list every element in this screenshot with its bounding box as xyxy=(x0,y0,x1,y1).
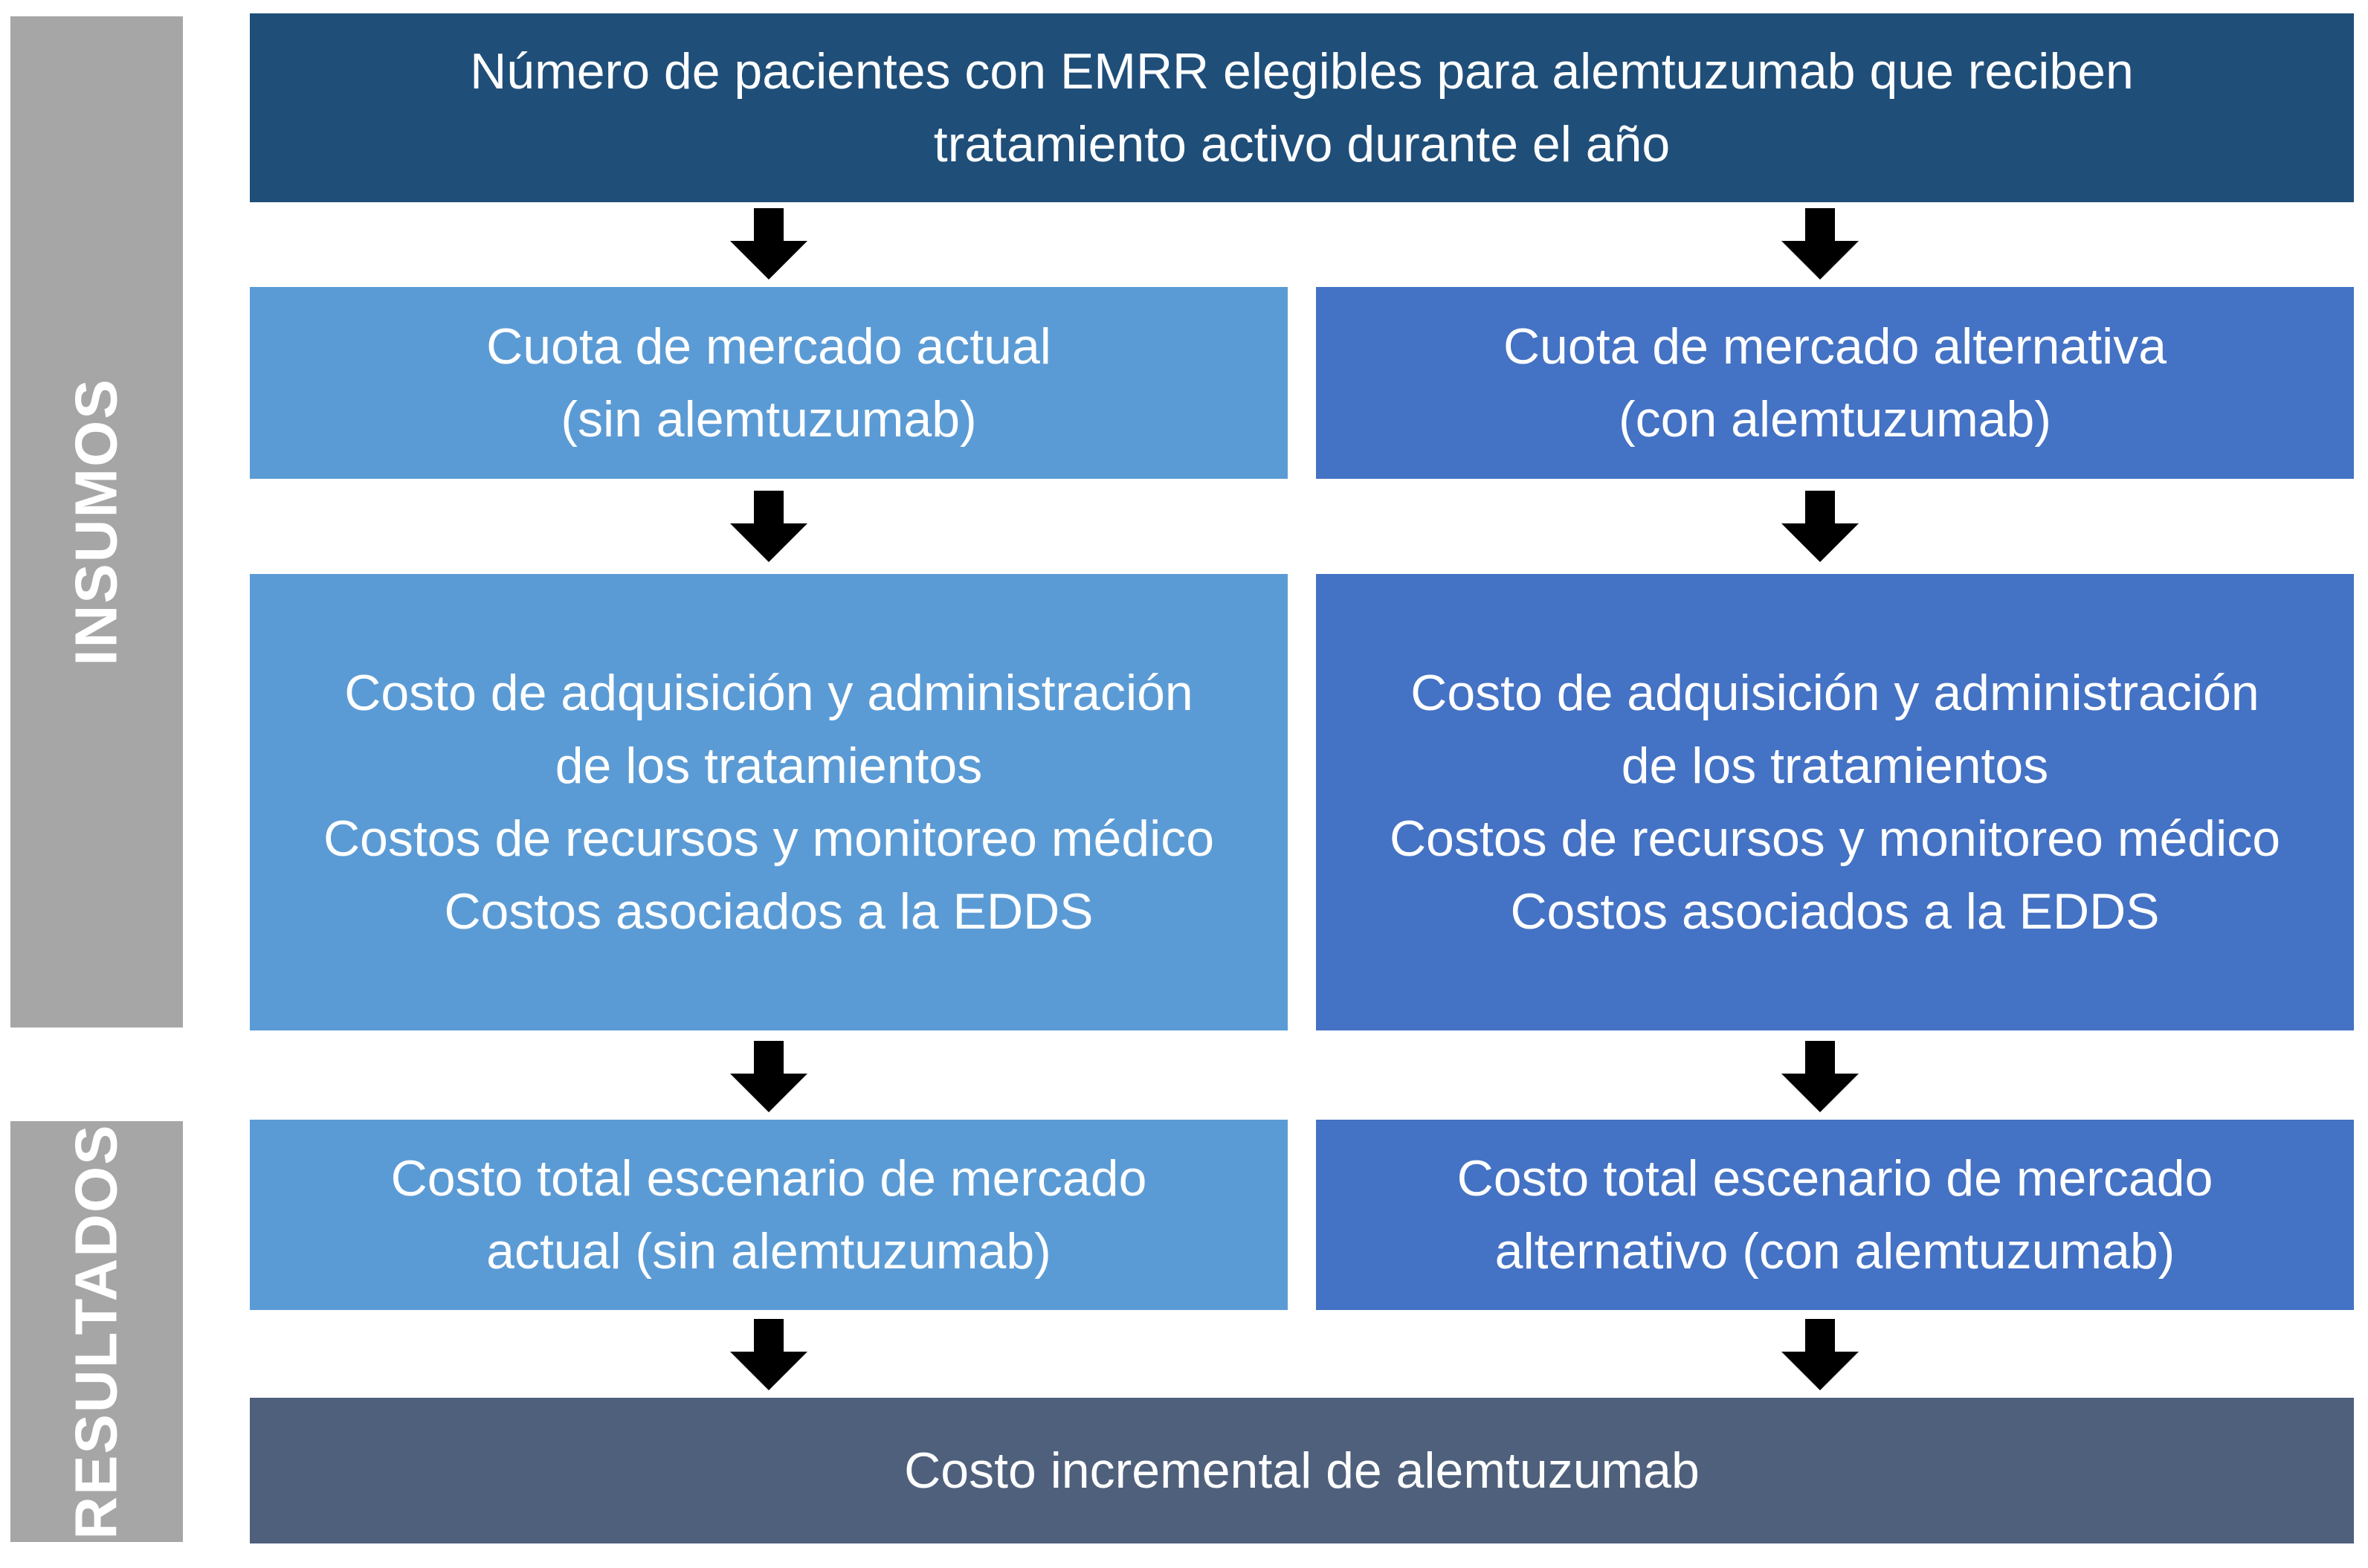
eligible-patients-line-2: tratamiento activo durante el año xyxy=(933,116,1671,172)
current-costs-box: Costo de adquisición y administración de… xyxy=(250,574,1288,1030)
alternative-market-share-box: Cuota de mercado alternativa (con alemtu… xyxy=(1316,287,2354,479)
current-market-share-box: Cuota de mercado actual (sin alemtuzumab… xyxy=(250,287,1288,479)
current-costs-line-3: Costos de recursos y monitoreo médico xyxy=(323,810,1215,867)
incremental-cost-line: Costo incremental de alemtuzumab xyxy=(904,1442,1700,1499)
current-costs-line-4: Costos asociados a la EDDS xyxy=(444,883,1094,940)
alternative-market-share-line-2: (con alemtuzumab) xyxy=(1618,391,2052,448)
current-total-cost-line-1: Costo total escenario de mercado xyxy=(390,1150,1147,1207)
alternative-total-cost-line-1: Costo total escenario de mercado xyxy=(1456,1150,2213,1207)
eligible-patients-box: Número de pacientes con EMRR elegibles p… xyxy=(250,13,2354,202)
down-arrow-icon xyxy=(1781,208,1859,280)
down-arrow-icon xyxy=(1781,1041,1859,1112)
insumos-sidebar: INSUMOS xyxy=(10,16,183,1027)
current-costs-line-1: Costo de adquisición y administración xyxy=(344,665,1193,721)
current-total-cost-box: Costo total escenario de mercado actual … xyxy=(250,1120,1288,1310)
alternative-costs-line-2: de los tratamientos xyxy=(1621,738,2049,794)
down-arrow-icon xyxy=(730,1319,807,1390)
alternative-costs-line-3: Costos de recursos y monitoreo médico xyxy=(1389,810,2281,867)
down-arrow-icon xyxy=(730,208,807,280)
incremental-cost-box: Costo incremental de alemtuzumab xyxy=(250,1398,2354,1543)
resultados-label: RESULTADOS xyxy=(63,1123,130,1540)
down-arrow-icon xyxy=(1781,491,1859,562)
alternative-costs-box: Costo de adquisición y administración de… xyxy=(1316,574,2354,1030)
alternative-total-cost-line-2: alternativo (con alemtuzumab) xyxy=(1494,1223,2175,1280)
current-costs-line-2: de los tratamientos xyxy=(555,738,983,794)
insumos-label: INSUMOS xyxy=(63,378,130,666)
down-arrow-icon xyxy=(730,491,807,562)
alternative-costs-line-4: Costos asociados a la EDDS xyxy=(1510,883,2160,940)
alternative-total-cost-box: Costo total escenario de mercado alterna… xyxy=(1316,1120,2354,1310)
alternative-market-share-line-1: Cuota de mercado alternativa xyxy=(1503,318,2167,375)
down-arrow-icon xyxy=(1781,1319,1859,1390)
current-market-share-line-1: Cuota de mercado actual xyxy=(486,318,1051,375)
resultados-sidebar: RESULTADOS xyxy=(10,1121,183,1542)
current-total-cost-line-2: actual (sin alemtuzumab) xyxy=(486,1223,1051,1280)
alternative-costs-line-1: Costo de adquisición y administración xyxy=(1410,665,2259,721)
down-arrow-icon xyxy=(730,1041,807,1112)
current-market-share-line-2: (sin alemtuzumab) xyxy=(561,391,977,448)
eligible-patients-line-1: Número de pacientes con EMRR elegibles p… xyxy=(470,43,2134,100)
